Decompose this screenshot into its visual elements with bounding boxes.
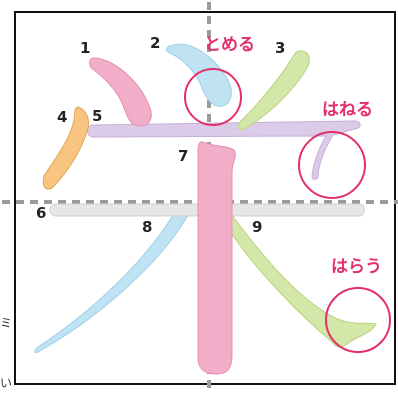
stroke-number-7: 7 [178, 147, 188, 165]
stroke-8 [34, 211, 191, 353]
annotation-harai: はらう [331, 257, 382, 277]
stroke-number-8: 8 [142, 218, 152, 236]
stroke-7 [197, 141, 236, 375]
tome-highlight-circle [184, 68, 242, 126]
stroke-9 [227, 213, 377, 348]
stroke-number-5: 5 [92, 107, 102, 125]
stroke-1 [89, 57, 152, 127]
stroke-number-6: 6 [36, 204, 46, 222]
stroke-number-4: 4 [57, 108, 67, 126]
stroke-number-2: 2 [150, 34, 160, 52]
annotation-tome: とめる [204, 35, 255, 55]
edge-glyph-left-bottom: い [0, 376, 12, 390]
stroke-number-9: 9 [252, 218, 262, 236]
stroke-4 [42, 106, 89, 190]
harai-highlight-circle [325, 287, 391, 353]
stroke-3 [237, 50, 310, 131]
stroke-number-1: 1 [80, 39, 90, 57]
edge-glyph-left-mid: ミ [0, 316, 12, 330]
stroke-number-3: 3 [275, 39, 285, 57]
hane-highlight-circle [298, 131, 366, 199]
stroke-5 [87, 120, 361, 180]
annotation-hane: はねる [322, 100, 373, 120]
